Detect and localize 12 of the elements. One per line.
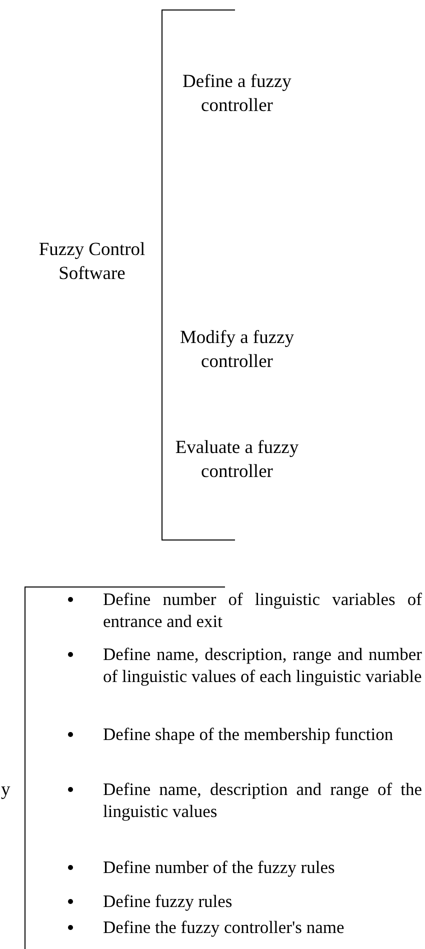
- list-item-text: Define number of linguistic variables of entrance and exit: [103, 588, 422, 632]
- list-item-text: Define name, description, range and number of linguistic values of each linguistic variable: [103, 643, 422, 687]
- text-label: Define a fuzzy controller: [182, 71, 292, 118]
- list-item-text: Define name, description and range of the linguistic values: [103, 778, 422, 822]
- list-item-text: Define number of the fuzzy rules: [103, 856, 336, 878]
- text-label: Modify a fuzzy controller: [178, 327, 296, 374]
- cropped-text: y: [1, 779, 12, 802]
- list-item-text: Define the fuzzy controller's name: [103, 916, 346, 938]
- list-item-text: Define fuzzy rules: [103, 890, 234, 912]
- text-label: Fuzzy Control Software: [38, 239, 146, 286]
- text-label: Evaluate a fuzzy controller: [174, 437, 300, 484]
- list-item-text: Define shape of the membership function: [103, 723, 394, 745]
